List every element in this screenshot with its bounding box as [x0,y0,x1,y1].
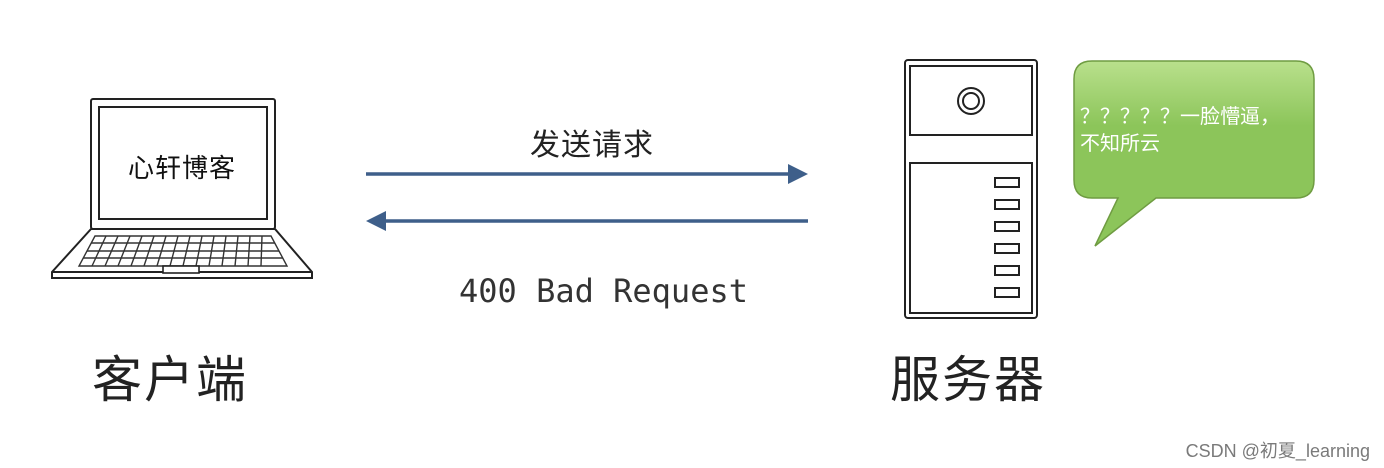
request-label: 发送请求 [530,128,654,163]
laptop-icon [51,98,313,279]
response-arrow [366,211,808,231]
request-arrow [366,164,808,184]
bubble-line-1: ？？？？？一脸懵逼， [1080,104,1280,128]
server-label: 服务器 [890,351,1046,409]
response-label: 400 Bad Request [459,272,748,310]
server-icon [904,59,1038,319]
watermark: CSDN @初夏_learning [1185,441,1370,461]
bubble-text: ？？？？？一脸懵逼， 不知所云 [1080,103,1312,157]
laptop-screen-text: 心轩博客 [128,154,237,184]
speech-bubble [1073,60,1315,247]
bubble-line-2: 不知所云 [1080,131,1160,155]
client-label: 客户端 [92,351,248,409]
